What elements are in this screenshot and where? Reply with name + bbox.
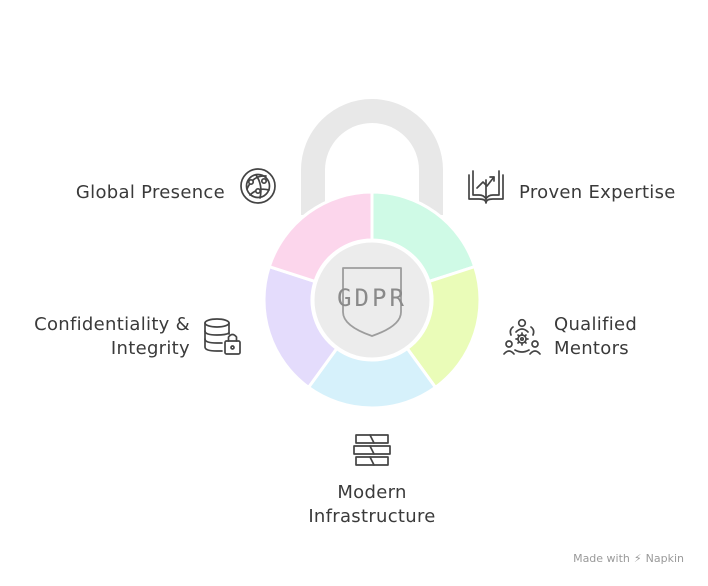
team-gear-icon [503,317,541,357]
label-qualified-mentors: Qualified Mentors [554,314,638,359]
label-proven-expertise: Proven Expertise [519,182,676,203]
globe-network-icon [239,167,277,205]
made-with-napkin-watermark: Made with ⚡ Napkin [573,552,684,565]
shield-outline [342,267,402,337]
center-label: GDPR [337,284,407,312]
server-stack-icon [352,431,392,469]
label-global-presence: Global Presence [75,182,225,203]
open-book-arrow-icon [466,168,506,206]
napkin-logo-icon: ⚡ [633,552,642,565]
label-confidentiality-integrity: Confidentiality & Integrity [34,314,190,359]
database-lock-icon [202,317,244,357]
label-modern-infrastructure: Modern Infrastructure [308,482,436,527]
watermark-prefix: Made with [573,552,630,565]
watermark-brand: Napkin [645,552,684,565]
lock-shackle [301,99,443,215]
